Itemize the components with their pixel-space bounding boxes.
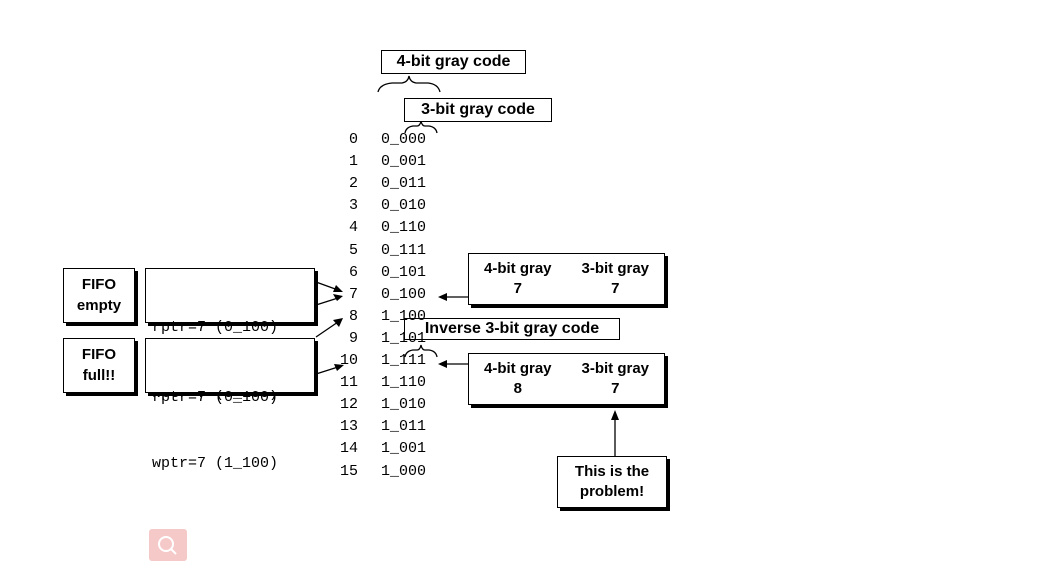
row-code: 0_000 [381, 131, 427, 148]
compare-top-box: 4-bit gray 3-bit gray 7 7 [468, 253, 665, 305]
row-code: 0_110 [381, 219, 427, 237]
compare-top-col1-header: 4-bit gray [483, 260, 552, 277]
row-index: 9 [348, 329, 358, 347]
row-code: 1_010 [381, 396, 427, 414]
wptr-empty-arrow [315, 297, 339, 306]
row-code: 0_100 [381, 285, 427, 303]
rptr-empty-arrow [315, 281, 339, 291]
search-icon[interactable] [149, 529, 187, 561]
table-row: 11 1_110 [336, 374, 446, 394]
row-index: 6 [348, 263, 358, 281]
row-index: 12 [339, 396, 358, 414]
four-bit-label-box: 4-bit gray code [381, 50, 526, 74]
fifo-full-pointer-box: rptr=7 (0_100) wptr=7 (1_100) [145, 338, 315, 472]
row-index: 2 [348, 175, 358, 193]
row-index: 14 [339, 440, 358, 458]
table-row: 5 0_111 [336, 242, 446, 262]
fifo-empty-title-box: FIFO empty [63, 268, 135, 323]
rptr-full-arrow [315, 321, 339, 338]
problem-line1: This is the [574, 463, 650, 480]
four-bit-label: 4-bit gray code [396, 53, 511, 70]
inverse-brace [404, 344, 438, 358]
compare-bottom-col1-header: 4-bit gray [483, 360, 552, 377]
compare-bottom-col2-value: 7 [611, 380, 620, 397]
problem-line2: problem! [579, 483, 645, 500]
row-code: 0_111 [381, 241, 427, 259]
compare-bottom-col1-value: 8 [513, 380, 522, 397]
table-row: 10 1_111 [336, 352, 446, 372]
fifo-full-rptr: rptr=7 (0_100) [152, 389, 279, 406]
row-code: 0_011 [381, 175, 427, 193]
row-index: 8 [348, 307, 358, 325]
fifo-empty-rptr: rptr=7 (0_100) [152, 319, 279, 336]
fifo-full-title-line1: FIFO [81, 346, 117, 363]
row-code: 1_011 [381, 418, 427, 436]
row-index: 0 [348, 131, 358, 148]
row-index: 11 [339, 374, 358, 392]
row-code: 1_100 [381, 307, 427, 325]
row-index: 5 [348, 241, 358, 259]
table-row: 0 0_000 [336, 131, 446, 151]
inverse-label: Inverse 3-bit gray code [424, 320, 600, 337]
table-row: 1 0_001 [336, 153, 446, 173]
compare-top-col1-value: 7 [513, 280, 522, 297]
compare-bottom-col2-header: 3-bit gray [581, 360, 649, 377]
compare-bottom-box: 4-bit gray 3-bit gray 8 7 [468, 353, 665, 405]
table-row: 3 0_010 [336, 197, 446, 217]
compare-top-col2-value: 7 [611, 280, 620, 297]
table-row: 2 0_011 [336, 175, 446, 195]
gray-code-table: 0 0_000 1 0_001 2 0_011 3 0_010 4 0_110 5 0_111 6 0_1… [336, 131, 446, 531]
table-row: 8 1_100 [336, 308, 446, 328]
fifo-empty-title-line1: FIFO [81, 276, 117, 293]
fifo-empty-pointer-box: rptr=7 (0_100) wptr=7 (0_100) [145, 268, 315, 402]
table-row: 4 0_110 [336, 219, 446, 239]
row-index: 10 [339, 352, 358, 369]
table-row: 9 1_101 [336, 330, 446, 350]
row-index: 15 [339, 462, 358, 480]
table-row: 14 1_001 [336, 440, 446, 460]
fifo-full-title-box: FIFO full!! [63, 338, 135, 393]
row-code: 1_001 [381, 440, 427, 458]
wptr-full-arrow [315, 366, 339, 375]
row-code: 1_110 [381, 374, 427, 392]
row-code: 0_101 [381, 263, 427, 281]
table-row: 6 0_101 [336, 264, 446, 284]
table-row: 15 1_000 [336, 463, 446, 483]
row-code: 1_111 [381, 352, 427, 369]
fifo-full-title-line2: full!! [82, 367, 116, 384]
three-bit-label-box: 3-bit gray code [404, 98, 552, 122]
three-bit-label: 3-bit gray code [421, 101, 535, 118]
row-code: 1_000 [381, 462, 427, 480]
table-row: 12 1_010 [336, 396, 446, 416]
row-index: 13 [339, 418, 358, 436]
fifo-empty-title-line2: empty [76, 297, 122, 314]
row-index: 3 [348, 197, 358, 215]
row-code: 0_001 [381, 153, 427, 171]
fifo-full-wptr: wptr=7 (1_100) [152, 455, 279, 472]
row-code: 0_010 [381, 197, 427, 215]
row-code: 1_101 [381, 329, 427, 347]
four-bit-brace [377, 75, 441, 93]
inverse-label-box: Inverse 3-bit gray code [404, 318, 620, 340]
row-index: 4 [348, 219, 358, 237]
problem-box: This is the problem! [557, 456, 667, 508]
table-row: 7 0_100 [336, 286, 446, 306]
row-index: 7 [348, 285, 358, 303]
row-index: 1 [348, 153, 358, 171]
compare-top-col2-header: 3-bit gray [581, 260, 649, 277]
table-row: 13 1_011 [336, 418, 446, 438]
